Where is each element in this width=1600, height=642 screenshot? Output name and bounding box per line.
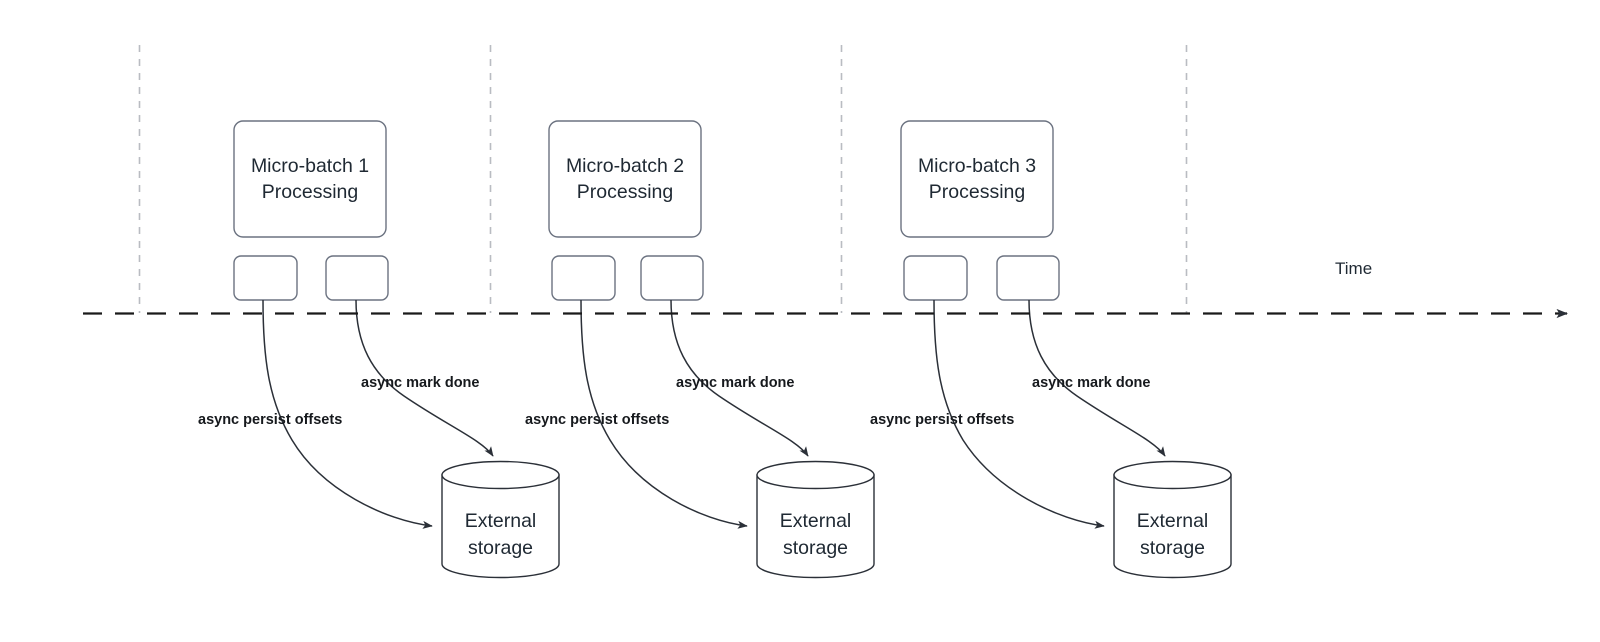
cylinder-top-3 <box>1113 460 1232 490</box>
micro-batch-box-1[interactable] <box>233 120 387 238</box>
cylinder-body-3 <box>1113 474 1232 579</box>
edge-label-mark-done-1: async mark done <box>361 375 479 391</box>
edge-label-persist-offsets-3: async persist offsets <box>870 412 1014 428</box>
group-3: Micro-batch 3 Processing External storag… <box>870 120 1232 579</box>
external-storage-label-1-line1: External <box>465 510 537 532</box>
edge-label-mark-done-3: async mark done <box>1032 375 1150 391</box>
external-storage-label-3-line2: storage <box>1140 537 1205 559</box>
external-storage-label-2-line1: External <box>780 510 852 532</box>
external-storage-label-2-line2: storage <box>783 537 848 559</box>
micro-batch-label-3-line2: Processing <box>929 181 1025 203</box>
micro-batch-label-3-line1: Micro-batch 3 <box>918 155 1036 177</box>
micro-batch-label-2-line2: Processing <box>577 181 673 203</box>
task-box-2b[interactable] <box>640 255 704 301</box>
external-storage-label-1-line2: storage <box>468 537 533 559</box>
external-storage-1[interactable]: External storage <box>441 460 560 579</box>
task-box-2a[interactable] <box>551 255 616 301</box>
micro-batch-box-3[interactable] <box>900 120 1054 238</box>
task-box-1b[interactable] <box>325 255 389 301</box>
task-box-3a[interactable] <box>903 255 968 301</box>
edge-label-mark-done-2: async mark done <box>676 375 794 391</box>
cylinder-top-1 <box>441 460 560 490</box>
edge-mark-done-3 <box>1028 299 1166 457</box>
time-axis-group: Time <box>83 259 1568 319</box>
tick-lines-group <box>138 45 1188 313</box>
group-1: Micro-batch 1 Processing External storag… <box>198 120 560 579</box>
task-box-3b[interactable] <box>996 255 1060 301</box>
micro-batch-label-1-line2: Processing <box>262 181 358 203</box>
group-2: Micro-batch 2 Processing External storag… <box>525 120 875 579</box>
external-storage-label-3-line1: External <box>1137 510 1209 532</box>
cylinder-body-2 <box>756 474 875 579</box>
edge-persist-offsets-2 <box>580 299 748 529</box>
edge-persist-offsets-1 <box>262 299 433 529</box>
task-box-1a[interactable] <box>233 255 298 301</box>
cylinder-top-2 <box>756 460 875 490</box>
edge-label-persist-offsets-2: async persist offsets <box>525 412 669 428</box>
micro-batch-box-2[interactable] <box>548 120 702 238</box>
external-storage-3[interactable]: External storage <box>1113 460 1232 579</box>
cylinder-body-1 <box>441 474 560 579</box>
micro-batch-label-1-line1: Micro-batch 1 <box>251 155 369 177</box>
edge-mark-done-1 <box>355 299 494 457</box>
external-storage-2[interactable]: External storage <box>756 460 875 579</box>
time-axis-label: Time <box>1335 259 1372 278</box>
edge-label-persist-offsets-1: async persist offsets <box>198 412 342 428</box>
edge-mark-done-2 <box>670 299 809 457</box>
micro-batch-label-2-line1: Micro-batch 2 <box>566 155 684 177</box>
edge-persist-offsets-3 <box>933 299 1105 529</box>
